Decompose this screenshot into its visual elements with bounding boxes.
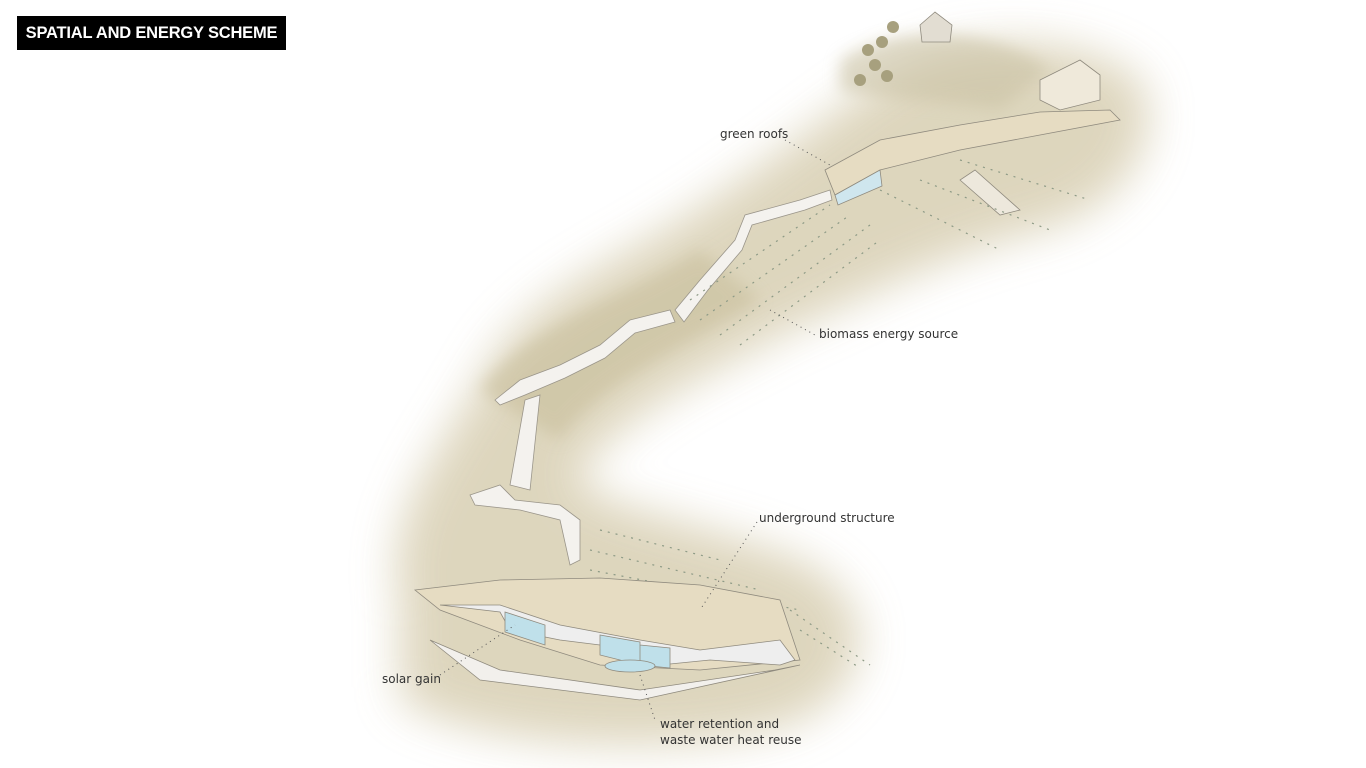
page-title: SPATIAL AND ENERGY SCHEME — [17, 16, 286, 50]
label-water-retention: water retention and — [660, 717, 780, 731]
leader-lines — [439, 139, 831, 721]
label-waste-water-heat-reuse: waste water heat reuse — [660, 733, 802, 747]
vine-rows — [589, 159, 1091, 669]
corridor — [469, 189, 833, 566]
underground-building — [414, 577, 801, 701]
label-biomass-energy-source: biomass energy source — [819, 327, 959, 341]
orchard-trees — [854, 21, 899, 86]
terrain-wash — [396, 42, 1149, 745]
label-green-roofs: green roofs — [720, 127, 789, 141]
upper-building — [824, 11, 1121, 216]
label-underground-structure: underground structure — [759, 511, 895, 525]
label-solar-gain: solar gain — [382, 672, 441, 686]
